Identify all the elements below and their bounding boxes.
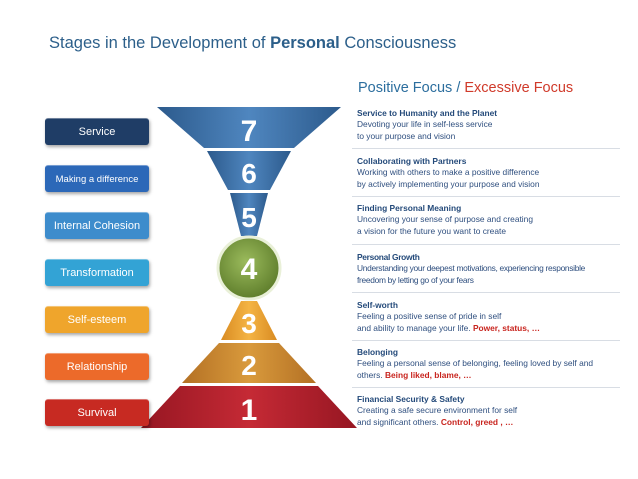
divider [352,292,620,293]
title-prefix: Stages in the Development of [49,34,271,52]
stage-7-heading: Service to Humanity and the Planet [357,108,498,118]
stage-2-button[interactable]: Relationship [45,353,149,380]
stage-6-heading: Collaborating with Partners [357,156,467,166]
stage-7-description: Service to Humanity and the Planet Devot… [357,108,627,142]
stage-2-excessive: Being liked, blame, … [384,369,472,380]
page-title: Stages in the Development of Personal Co… [49,34,456,53]
stage-5-segment [230,193,268,236]
stage-6-segment [207,151,291,190]
stage-5-button[interactable]: Internal Cohesion [45,212,149,239]
stage-1-line-2: and significant others. [357,416,439,427]
stage-7-number: 7 [241,115,258,148]
stage-4-description: Personal Growth Understanding your deepe… [357,252,627,286]
stage-3-line-1: Feeling a positive sense of pride in sel… [357,311,502,322]
stage-4-line-2: freedom by letting go of your fears [357,274,474,285]
stage-7-line-2: to your purpose and vision [357,130,456,141]
divider [352,196,620,197]
stage-6-number: 6 [241,158,257,189]
divider [352,340,620,341]
stage-6-label: Making a difference [55,173,139,185]
stage-3-description: Self-worth Feeling a positive sense of p… [357,300,627,334]
positive-focus-label: Positive Focus [358,80,453,96]
stage-5-description: Finding Personal Meaning Uncovering your… [357,203,627,237]
stage-4-number: 4 [241,253,258,286]
stage-1-description: Financial Security & Safety Creating a s… [357,394,627,428]
title-suffix: Consciousness [339,34,457,52]
stage-4-line-1: Understanding your deepest motivations, … [357,263,586,274]
stage-6-line-1: Working with others to make a positive d… [357,167,540,178]
stage-2-number: 2 [241,350,257,381]
divider [352,244,620,245]
stage-2-line-1: Feeling a personal sense of belonging, f… [357,358,594,369]
stage-7-segment [157,107,341,148]
stage-3-label: Self-esteem [67,314,127,326]
stage-1-number: 1 [241,394,258,427]
divider [352,387,620,388]
stage-2-segment [182,343,316,383]
stage-7-label: Service [78,126,116,138]
stage-1-excessive: Control, greed , … [440,416,514,427]
stage-4-label: Transformation [60,267,134,279]
stage-6-line-2: by actively implementing your purpose an… [357,178,540,189]
stage-1-heading: Financial Security & Safety [357,394,465,404]
stage-3-number: 3 [241,308,257,339]
stage-1-segment [141,386,357,428]
stage-4-button[interactable]: Transformation [45,259,149,286]
stage-4-circle [216,235,282,301]
divider [352,148,620,149]
stage-3-excessive: Power, status, … [472,322,540,333]
focus-separator: / [452,80,465,96]
title-bold: Personal [270,34,340,52]
stage-5-heading: Finding Personal Meaning [357,203,462,213]
excessive-focus-label: Excessive Focus [464,80,574,96]
stage-2-label: Relationship [66,361,128,373]
stage-5-line-1: Uncovering your sense of purpose and cre… [357,214,533,225]
stage-5-number: 5 [241,202,257,233]
stage-3-heading: Self-worth [357,300,398,310]
stage-2-description: Belonging Feeling a personal sense of be… [357,347,627,381]
stage-1-label: Survival [77,407,117,419]
stage-7-button[interactable]: Service [45,118,149,145]
stage-5-label: Internal Cohesion [53,220,141,232]
stage-4-heading: Personal Growth [357,252,420,262]
stage-5-line-2: a vision for the future you want to crea… [357,225,506,236]
focus-header: Positive Focus / Excessive Focus [358,80,573,96]
stage-3-line-2: and ability to manage your life. [357,322,471,333]
stage-2-line-2: others. [357,369,383,380]
stage-1-button[interactable]: Survival [45,399,149,426]
stage-2-heading: Belonging [357,347,398,357]
stage-1-line-1: Creating a safe secure environment for s… [357,405,518,416]
stage-6-button[interactable]: Making a difference [45,165,149,192]
stage-3-segment [221,301,277,340]
stage-6-description: Collaborating with Partners Working with… [357,156,627,190]
stage-3-button[interactable]: Self-esteem [45,306,149,333]
stage-7-line-1: Devoting your life in self-less service [357,119,493,130]
